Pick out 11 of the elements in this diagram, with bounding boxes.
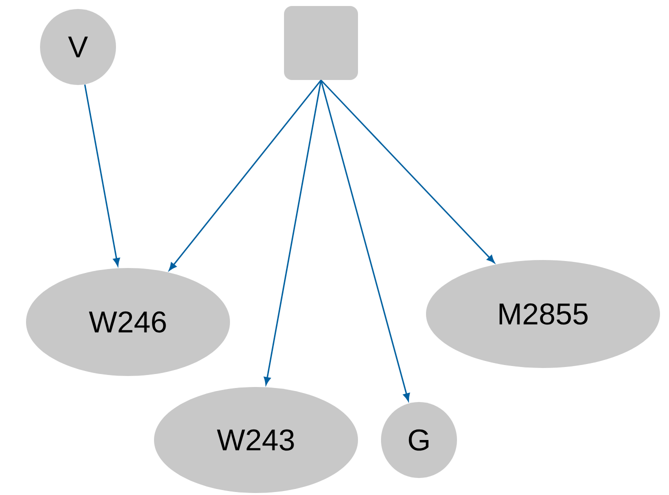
ellipse-node: W246	[26, 268, 230, 376]
arrow	[320, 80, 410, 402]
arrow	[320, 80, 495, 264]
arrow	[84, 84, 120, 266]
rounded-box	[284, 6, 358, 80]
ellipse-node: W243	[154, 386, 358, 493]
circle-node: V	[40, 9, 116, 85]
circle-node: G	[381, 402, 457, 478]
arrow	[264, 80, 322, 386]
arrow	[168, 80, 322, 271]
ellipse-node: M2855	[426, 260, 660, 368]
